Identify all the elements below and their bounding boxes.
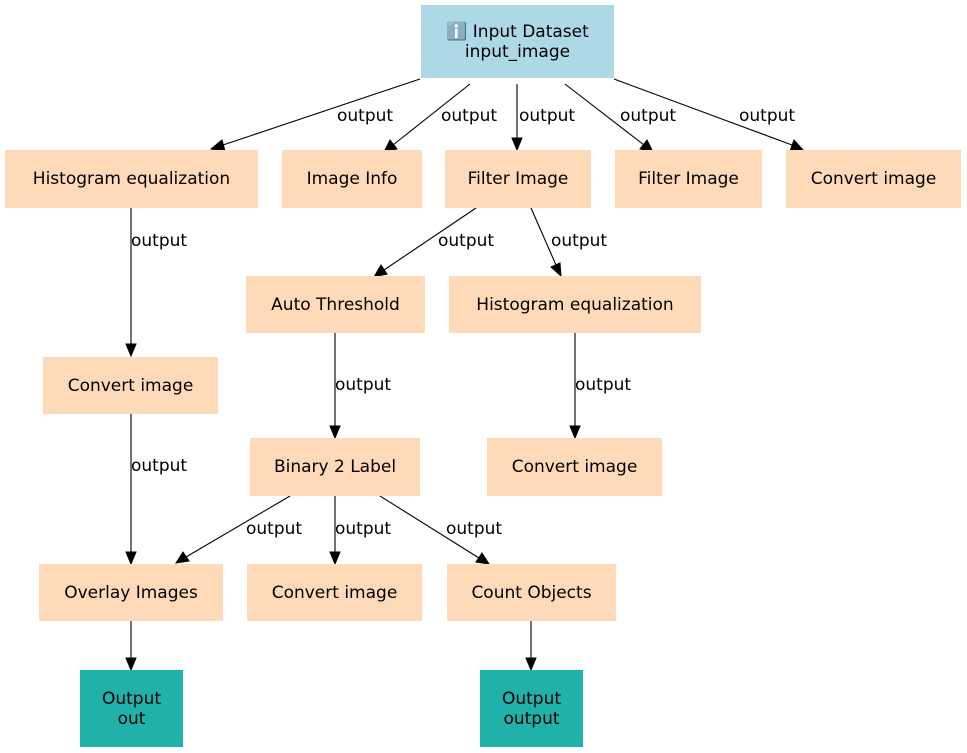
edge-label: output — [519, 106, 575, 126]
edge-label: output — [446, 519, 502, 539]
output-node-title: Output — [101, 688, 162, 709]
edge-binary-2-label-to-overlay-images — [185, 495, 291, 558]
edge-label: output — [575, 375, 631, 395]
tool-node-label: Convert image — [511, 457, 638, 477]
edge-binary-2-label-to-count-objects — [379, 495, 480, 559]
edge-label: output — [246, 519, 302, 539]
output-node-out[interactable]: Output out — [80, 670, 183, 747]
edge-label: output — [131, 456, 187, 476]
arrowhead — [125, 657, 137, 672]
output-node-name: out — [117, 708, 146, 729]
edge-input-to-filter-image-2 — [564, 83, 645, 146]
tool-node-label: Histogram equalization — [32, 169, 231, 189]
arrowhead — [475, 552, 491, 565]
tool-node-histogram-equalization[interactable]: Histogram equalization — [5, 150, 258, 208]
tool-node-filter-image[interactable]: Filter Image — [445, 150, 591, 208]
tool-node-label: Auto Threshold — [271, 294, 400, 315]
tool-node-label: Filter Image — [638, 169, 739, 189]
tool-node-binary-2-label[interactable]: Binary 2 Label — [250, 438, 420, 496]
arrowhead — [329, 551, 341, 566]
edge-label: output — [335, 375, 391, 395]
arrowhead — [125, 551, 137, 566]
edge-label: output — [620, 106, 676, 126]
edge-filter-image-to-histogram-equalization — [530, 207, 557, 266]
edge-input-to-convert-image — [613, 78, 793, 146]
tool-node-convert-image[interactable]: Convert image — [786, 150, 961, 208]
tool-node-filter-image-2[interactable]: Filter Image — [615, 150, 762, 208]
arrowhead — [525, 657, 537, 672]
edge-input-to-image-info — [392, 83, 471, 146]
tool-node-label: Convert image — [271, 582, 398, 603]
input-dataset-node[interactable]: ℹ️ Input Dataset input_image — [421, 5, 614, 78]
tool-node-convert-image-2[interactable]: Convert image — [43, 357, 218, 414]
arrowhead — [125, 343, 137, 358]
edge-input-to-histogram-equalization — [222, 78, 421, 146]
edge-filter-image-to-auto-threshold — [383, 207, 477, 271]
edge-label: output — [335, 519, 391, 539]
output-node-name: output — [503, 708, 560, 729]
edge-label: output — [337, 106, 393, 126]
tool-node-convert-image-3[interactable]: Convert image — [487, 438, 662, 496]
arrowhead — [372, 264, 388, 278]
tool-node-label: Histogram equalization — [476, 294, 674, 315]
input-node-name: input_image — [464, 41, 571, 62]
arrowhead — [550, 262, 562, 278]
tool-node-label: Binary 2 Label — [273, 457, 397, 477]
arrowhead — [329, 425, 341, 440]
tool-node-label: Count Objects — [471, 582, 592, 603]
edge-label: output — [131, 231, 187, 251]
edge-label: output — [438, 231, 494, 251]
tool-node-label: Convert image — [67, 375, 194, 396]
tool-node-label: Filter Image — [467, 169, 569, 189]
tool-node-auto-threshold[interactable]: Auto Threshold — [246, 276, 425, 333]
input-node-title-row: ℹ️ Input Dataset — [446, 22, 589, 42]
tool-node-convert-image-4[interactable]: Convert image — [247, 564, 422, 621]
edge-label: output — [739, 106, 795, 126]
tool-node-count-objects[interactable]: Count Objects — [447, 564, 616, 621]
input-node-title: Input Dataset — [472, 21, 589, 42]
output-node-title: Output — [501, 688, 562, 709]
info-icon: ℹ️ — [446, 21, 468, 42]
tool-node-label: Convert image — [810, 169, 937, 189]
tool-node-label: Image Info — [306, 169, 398, 189]
edge-label: output — [441, 106, 497, 126]
edge-label: output — [551, 231, 607, 251]
tool-node-label: Overlay Images — [64, 582, 198, 603]
arrowhead — [569, 425, 581, 440]
tool-node-histogram-equalization-2[interactable]: Histogram equalization — [449, 276, 701, 333]
output-node-output[interactable]: Output output — [480, 670, 583, 747]
tool-node-overlay-images[interactable]: Overlay Images — [39, 564, 223, 621]
arrowhead — [174, 551, 190, 564]
tool-node-image-info[interactable]: Image Info — [282, 150, 422, 208]
arrowhead — [511, 137, 523, 152]
